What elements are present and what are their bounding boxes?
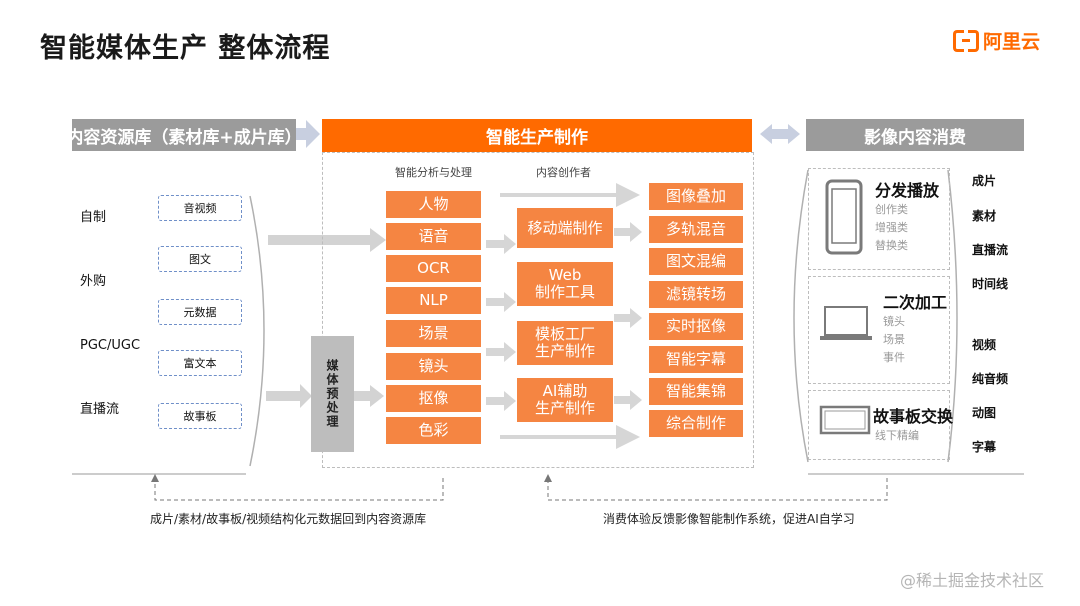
analysis-item: OCR <box>386 255 481 282</box>
aliyun-logo-icon <box>953 30 979 52</box>
production-panel <box>322 152 754 468</box>
block-sub: 事件 <box>883 351 905 364</box>
watermark: @稀土掘金技术社区 <box>900 571 1045 590</box>
monitor-icon <box>819 405 871 435</box>
block-sub: 创作类 <box>875 203 908 216</box>
output-label: 直播流 <box>972 243 1009 257</box>
output-item: 图文混编 <box>649 248 743 275</box>
source-label: 外购 <box>80 274 107 289</box>
right-bracket-right <box>947 169 958 463</box>
production-header: 智能生产制作 <box>322 119 752 152</box>
output-item: 实时抠像 <box>649 313 743 340</box>
arrow-a4 <box>486 391 516 411</box>
source-label: 自制 <box>80 210 107 225</box>
analysis-item: 语音 <box>386 223 481 250</box>
output-label: 动图 <box>972 406 997 420</box>
phone-icon <box>825 179 863 255</box>
output-item: 滤镜转场 <box>649 281 743 308</box>
block-sub: 线下精编 <box>875 429 919 442</box>
laptop-icon <box>820 306 872 340</box>
type-box: 富文本 <box>158 350 242 376</box>
reprocess-block: 二次加工 镜头 场景 事件 <box>808 276 950 384</box>
aliyun-logo: 阿里云 <box>953 28 1041 53</box>
big-arrow-bottom <box>266 384 312 408</box>
source-label: PGC/UGC <box>80 338 141 353</box>
output-label: 时间线 <box>972 277 1009 291</box>
output-item: 综合制作 <box>649 410 743 437</box>
creator-tool: Web 制作工具 <box>517 262 613 306</box>
left-bracket <box>249 195 265 467</box>
output-item: 图像叠加 <box>649 183 743 210</box>
analysis-item: 人物 <box>386 191 481 218</box>
distribution-block: 分发播放 创作类 增强类 替换类 <box>808 168 950 270</box>
big-arrow-top <box>268 228 386 252</box>
block-sub: 增强类 <box>875 221 908 234</box>
analysis-label: 智能分析与处理 <box>395 166 472 179</box>
page-title: 智能媒体生产 整体流程 <box>40 33 331 64</box>
output-item: 多轨混音 <box>649 216 743 243</box>
feedback-left <box>154 478 444 501</box>
logo-text: 阿里云 <box>983 30 1041 53</box>
media-preprocess-box: 媒体预处理 <box>311 336 354 452</box>
output-label: 纯音频 <box>972 372 1009 386</box>
consumption-header: 影像内容消费 <box>806 119 1024 151</box>
arrow-c2 <box>614 308 642 328</box>
storyboard-block: 故事板交换 线下精编 <box>808 390 954 460</box>
feedback-left-text: 成片/素材/故事板/视频结构化元数据回到内容资源库 <box>150 512 427 526</box>
block-sub: 场景 <box>883 333 905 346</box>
arrow-c3 <box>614 390 642 410</box>
output-item: 智能字幕 <box>649 346 743 373</box>
header-arrow-left <box>296 120 320 148</box>
analysis-item: 色彩 <box>386 417 481 444</box>
arrow-a1 <box>486 234 516 254</box>
type-box: 元数据 <box>158 299 242 325</box>
right-bracket-left <box>793 169 809 463</box>
type-box: 故事板 <box>158 403 242 429</box>
creator-tool: 移动端制作 <box>517 208 613 248</box>
arrow-a2 <box>486 292 516 312</box>
type-box: 图文 <box>158 246 242 272</box>
content-library-header: 内容资源库（素材库+成片库） <box>66 119 302 151</box>
source-label: 直播流 <box>80 402 120 417</box>
analysis-item: 抠像 <box>386 385 481 412</box>
analysis-item: 场景 <box>386 320 481 347</box>
block-title: 二次加工 <box>883 293 948 312</box>
analysis-item: 镜头 <box>386 353 481 380</box>
output-item: 智能集锦 <box>649 378 743 405</box>
arrow-a3 <box>486 342 516 362</box>
block-title: 分发播放 <box>875 181 940 200</box>
creator-label: 内容创作者 <box>536 166 591 179</box>
output-label: 素材 <box>972 209 997 223</box>
block-title: 故事板交换 <box>873 407 954 426</box>
output-label: 成片 <box>972 174 997 188</box>
output-label: 视频 <box>972 338 997 352</box>
header-arrow-double <box>760 124 800 144</box>
media-to-analysis-arrow <box>354 385 384 407</box>
creator-tool: 模板工厂 生产制作 <box>517 321 613 365</box>
feedback-right-text: 消费体验反馈影像智能制作系统，促进AI自学习 <box>603 512 855 526</box>
creator-tool: AI辅助 生产制作 <box>517 378 613 422</box>
type-box: 音视频 <box>158 195 242 221</box>
block-sub: 镜头 <box>883 315 905 328</box>
feedback-right <box>547 478 888 501</box>
output-label: 字幕 <box>972 440 997 454</box>
arrow-c1 <box>614 222 642 242</box>
block-sub: 替换类 <box>875 239 908 252</box>
analysis-item: NLP <box>386 287 481 314</box>
